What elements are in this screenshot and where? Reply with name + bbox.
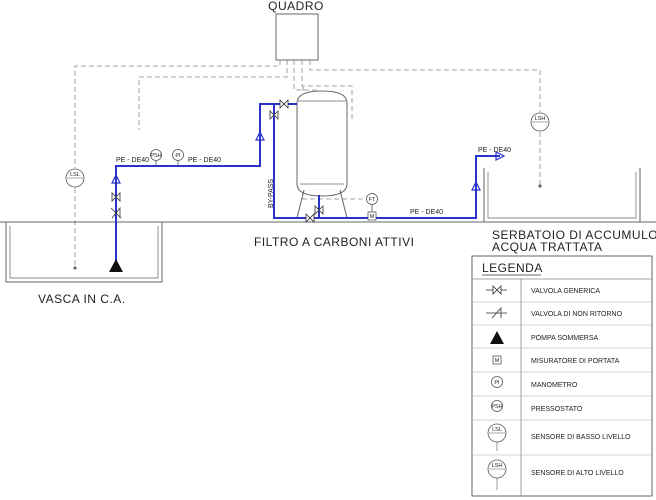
- svg-text:M: M: [495, 358, 500, 364]
- bypass-label: BY-PASS: [268, 178, 275, 208]
- svg-text:LSL: LSL: [492, 427, 502, 433]
- legend-symbol-lsh: LSH: [487, 459, 507, 490]
- legend-symbol-flow-meter: M: [492, 355, 502, 365]
- svg-text:PI: PI: [175, 153, 181, 159]
- instrument-pi: PI: [172, 149, 184, 166]
- svg-text:FT: FT: [369, 197, 376, 203]
- legend-label-lsl: SENSORE DI BASSO LIVELLO: [531, 434, 631, 441]
- svg-text:M: M: [370, 214, 375, 220]
- svg-text:PI: PI: [494, 380, 500, 386]
- svg-text:LSH: LSH: [535, 116, 546, 122]
- svg-text:PSH: PSH: [491, 404, 502, 410]
- pipe-label-1: PE - DE40: [116, 157, 149, 164]
- legend-symbol-pump: [490, 331, 504, 344]
- svg-text:LSH: LSH: [492, 463, 503, 469]
- pipe-network: [115, 103, 500, 262]
- quadro-label: QUADRO: [268, 0, 324, 13]
- pipe-label-3: PE - DE40: [410, 209, 443, 216]
- legend-label-pressure-switch: PRESSOSTATO: [531, 406, 583, 413]
- pipe-label-4: PE - DE40: [478, 147, 511, 154]
- legend-label-lsh: SENSORE DI ALTO LIVELLO: [531, 470, 624, 477]
- legend-symbol-pressure-switch: PSH: [491, 400, 503, 412]
- serbatoio-tank: [483, 168, 641, 223]
- carbon-filter-vessel: [296, 90, 348, 219]
- legend-symbol-check-valve: [486, 306, 507, 319]
- serbatoio-label-line1: SERBATOIO DI ACCUMULO: [492, 228, 656, 242]
- legend-label-pump: POMPA SOMMERSA: [531, 335, 598, 342]
- svg-text:PSH: PSH: [150, 153, 161, 159]
- serbatoio-label-line2: ACQUA TRATTATA: [492, 240, 603, 254]
- legend-symbol-manometer: PI: [491, 376, 503, 388]
- svg-text:LSL: LSL: [70, 172, 80, 178]
- instrument-lsh: LSH: [530, 112, 550, 132]
- submersible-pump: [109, 259, 123, 272]
- legend-label-manometer: MANOMETRO: [531, 382, 578, 389]
- legend-title: LEGENDA: [482, 261, 543, 275]
- legend-label-flow-meter: MISURATORE DI PORTATA: [531, 358, 620, 365]
- instrument-psh: PSH: [150, 149, 162, 166]
- check-valve: [110, 206, 122, 219]
- legend-label-valve: VALVOLA GENERICA: [531, 288, 600, 295]
- quadro-panel: QUADRO: [268, 0, 324, 61]
- instrument-lsl: LSL: [65, 168, 85, 188]
- valve-symbols: [111, 99, 324, 223]
- legend-symbol-valve: [486, 285, 507, 295]
- instrument-ft: FT M: [366, 193, 378, 221]
- vasca-tank: [5, 222, 163, 283]
- vasca-label: VASCA IN C.A.: [38, 292, 126, 306]
- flow-arrows: [111, 130, 506, 191]
- legend-symbol-lsl: LSL: [487, 423, 507, 451]
- pipe-label-2: PE - DE40: [188, 157, 221, 164]
- legend: LEGENDA M PI: [471, 255, 653, 497]
- filter-label: FILTRO A CARBONI ATTIVI: [254, 235, 414, 249]
- legend-label-check-valve: VALVOLA DI NON RITORNO: [531, 311, 623, 318]
